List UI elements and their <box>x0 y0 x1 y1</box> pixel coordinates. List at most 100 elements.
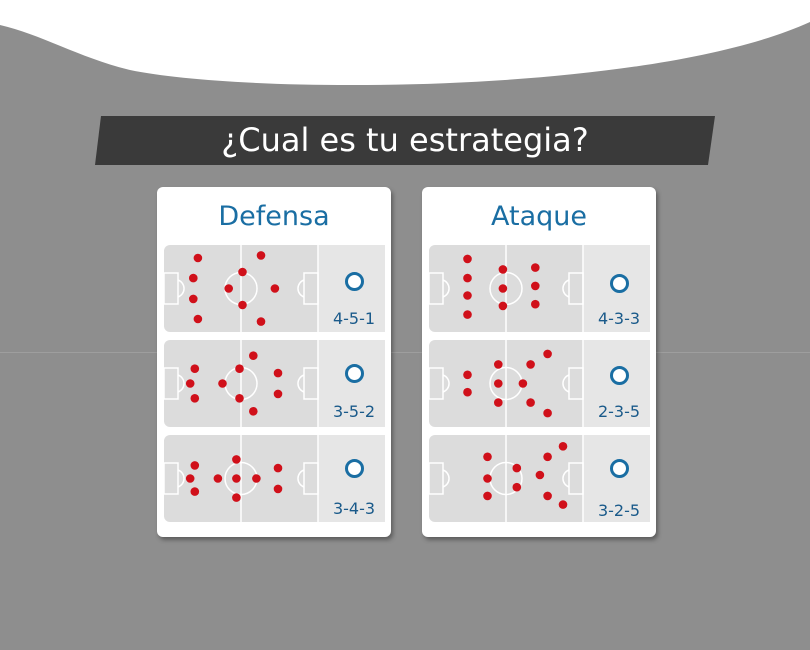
right-penalty-box <box>303 272 319 305</box>
player-dot <box>543 452 552 462</box>
player-dot <box>232 474 241 483</box>
player-dot <box>512 463 522 473</box>
player-dot <box>463 370 472 380</box>
option-4-5-1[interactable]: 4-5-1 <box>164 245 385 332</box>
player-dot <box>463 387 472 397</box>
left-penalty-arc <box>177 469 185 488</box>
player-dot <box>526 398 535 407</box>
radio-button[interactable] <box>610 274 629 293</box>
field-diagram <box>164 435 385 522</box>
player-dot <box>273 368 283 378</box>
radio-button[interactable] <box>345 272 364 291</box>
card-defensa: Defensa 4-5-1 3-5-2 3-4-3 <box>157 187 391 537</box>
player-dot <box>273 389 283 399</box>
player-dot <box>185 379 195 388</box>
player-dot <box>543 491 552 501</box>
player-dot <box>483 452 492 462</box>
player-dot <box>238 300 247 310</box>
card-title: Defensa <box>218 201 330 232</box>
left-penalty-arc <box>442 469 450 488</box>
left-penalty-box <box>164 272 179 305</box>
option-3-2-5[interactable]: 3-2-5 <box>429 435 650 522</box>
option-2-3-5[interactable]: 2-3-5 <box>429 340 650 427</box>
radio-button[interactable] <box>610 366 629 385</box>
right-penalty-arc <box>562 469 570 488</box>
player-dot <box>483 474 492 483</box>
player-dot <box>189 273 198 283</box>
player-dot <box>238 267 247 277</box>
right-penalty-box <box>568 367 584 400</box>
formation-label: 3-4-3 <box>332 499 376 518</box>
right-penalty-arc <box>562 374 570 393</box>
player-dot <box>249 351 258 360</box>
player-dot <box>494 398 503 407</box>
radio-button[interactable] <box>610 459 629 478</box>
player-dot <box>498 284 508 293</box>
left-penalty-box <box>429 462 444 495</box>
player-dot <box>463 291 472 300</box>
radio-button[interactable] <box>345 459 364 478</box>
player-dot <box>531 263 540 272</box>
right-penalty-arc <box>297 374 305 393</box>
formation-label: 4-5-1 <box>332 309 376 328</box>
player-dot <box>185 474 195 483</box>
right-penalty-arc <box>297 469 305 488</box>
right-penalty-arc <box>562 279 570 298</box>
right-penalty-box <box>568 272 584 305</box>
player-dot <box>218 379 227 388</box>
right-penalty-box <box>303 462 319 495</box>
left-penalty-box <box>429 272 444 305</box>
radio-area <box>318 340 385 427</box>
player-dot <box>463 310 472 319</box>
player-dot <box>256 251 266 260</box>
left-penalty-arc <box>177 374 185 393</box>
player-dot <box>558 500 568 509</box>
option-3-4-3[interactable]: 3-4-3 <box>164 435 385 522</box>
player-dot <box>498 301 508 311</box>
field-diagram <box>429 340 650 427</box>
formation-label: 3-5-2 <box>332 402 376 421</box>
player-dot <box>235 364 244 373</box>
player-dot <box>494 379 503 388</box>
page-title: ¿Cual es tu estrategia? <box>221 121 589 159</box>
player-dot <box>213 474 223 483</box>
player-dot <box>531 299 540 309</box>
player-dot <box>190 394 200 403</box>
player-dot <box>498 265 508 274</box>
left-penalty-arc <box>442 374 450 393</box>
left-penalty-box <box>429 367 444 400</box>
option-4-3-3[interactable]: 4-3-3 <box>429 245 650 332</box>
formation-label: 2-3-5 <box>597 402 641 421</box>
player-dot <box>526 360 535 369</box>
card-ataque: Ataque 4-3-3 2-3-5 3-2-5 <box>422 187 656 537</box>
title-banner <box>95 116 715 165</box>
player-dot <box>273 484 283 494</box>
player-dot <box>249 407 258 416</box>
left-penalty-box <box>164 367 179 400</box>
option-3-5-2[interactable]: 3-5-2 <box>164 340 385 427</box>
field-diagram <box>164 245 385 332</box>
radio-button[interactable] <box>345 364 364 383</box>
player-dot <box>190 364 200 373</box>
background-stripe <box>0 352 810 353</box>
top-arc-shape <box>0 0 810 86</box>
player-dot <box>193 314 203 324</box>
player-dot <box>235 394 244 403</box>
player-dot <box>193 253 203 263</box>
player-dot <box>224 284 233 293</box>
player-dot <box>483 491 492 501</box>
radio-area <box>318 435 385 522</box>
left-penalty-box <box>164 462 179 495</box>
player-dot <box>232 493 241 502</box>
player-dot <box>558 442 568 451</box>
player-dot <box>463 254 472 264</box>
card-title: Ataque <box>491 201 587 232</box>
player-dot <box>252 474 261 483</box>
player-dot <box>518 379 528 388</box>
right-penalty-box <box>303 367 319 400</box>
player-dot <box>273 463 283 473</box>
player-dot <box>512 482 522 492</box>
formation-label: 3-2-5 <box>597 501 641 520</box>
player-dot <box>190 461 200 470</box>
player-dot <box>543 349 552 359</box>
